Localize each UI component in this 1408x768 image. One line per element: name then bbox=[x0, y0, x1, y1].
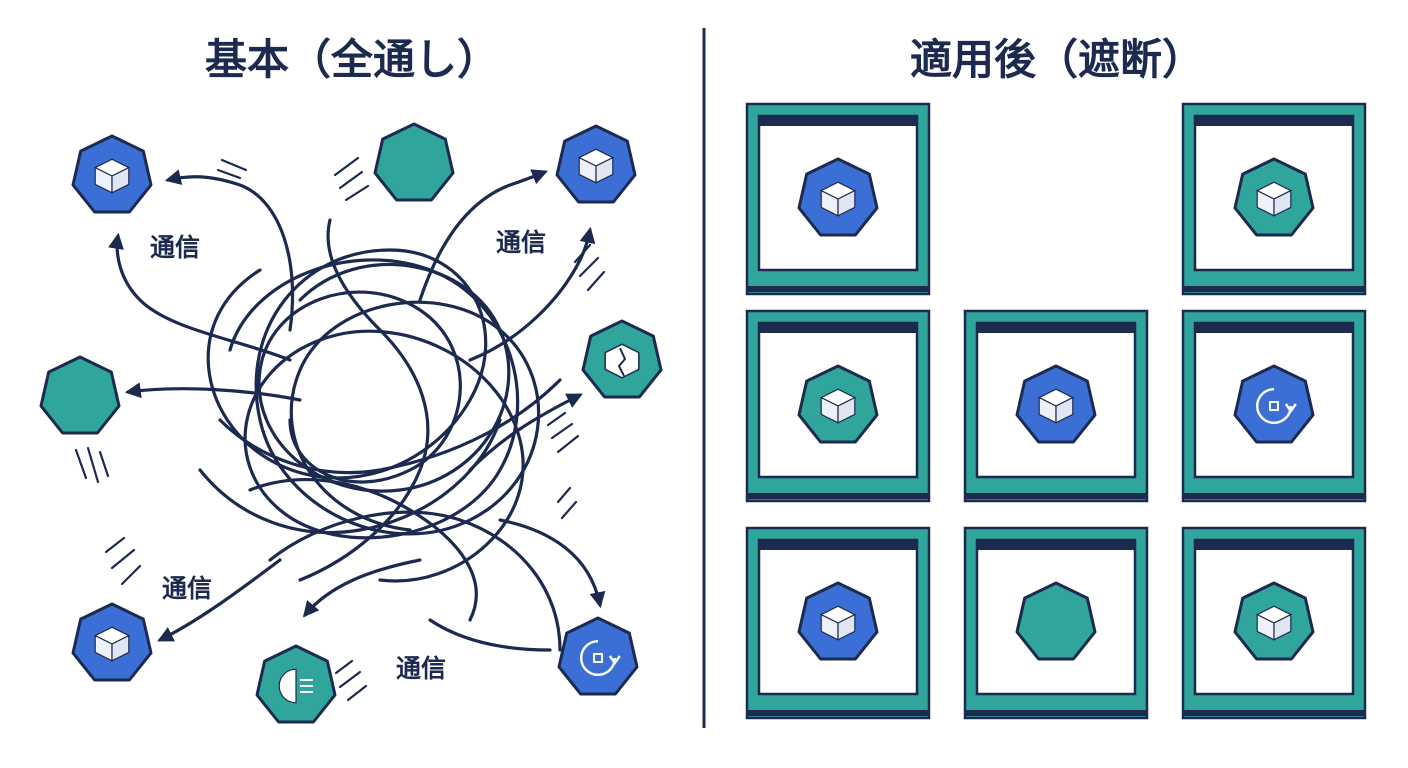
pod-node bbox=[1015, 364, 1097, 444]
comm-label: 通信 bbox=[162, 574, 212, 603]
heptagon-shape bbox=[1015, 581, 1097, 661]
frame-base bbox=[1183, 710, 1365, 716]
heptagon-shape bbox=[1233, 364, 1315, 444]
cube-icon bbox=[1255, 605, 1293, 641]
comm-label: 通信 bbox=[496, 228, 546, 257]
pod-node bbox=[373, 122, 455, 202]
pod-node bbox=[1233, 157, 1315, 237]
pod-node bbox=[39, 355, 121, 435]
isolation-frame bbox=[1181, 309, 1367, 503]
pod-node bbox=[797, 364, 879, 444]
cube-icon bbox=[1037, 388, 1075, 424]
rotate-icon bbox=[580, 640, 621, 676]
isolation-frame bbox=[963, 309, 1149, 503]
frame-top-bar bbox=[1195, 540, 1353, 550]
isolation-frame bbox=[963, 526, 1149, 720]
cube-icon bbox=[577, 148, 615, 184]
frame-top-bar bbox=[759, 540, 917, 550]
rotate-icon bbox=[1256, 388, 1297, 424]
right-panel-title: 適用後（遮断） bbox=[910, 35, 1204, 84]
cube-icon bbox=[1255, 181, 1293, 217]
cube-icon bbox=[93, 158, 131, 194]
frame-base bbox=[965, 493, 1147, 499]
cube-icon bbox=[819, 181, 857, 217]
frame-base bbox=[965, 710, 1147, 716]
tangled-communication-wires bbox=[108, 169, 606, 652]
comm-label: 通信 bbox=[150, 233, 200, 262]
frame-top-bar bbox=[1195, 323, 1353, 333]
frame-top-bar bbox=[759, 116, 917, 126]
frame-base bbox=[747, 710, 929, 716]
frame-top-bar bbox=[977, 323, 1135, 333]
frame-top-bar bbox=[1195, 116, 1353, 126]
isolated-pod-frames bbox=[745, 102, 1367, 720]
isolation-frame bbox=[1181, 526, 1367, 720]
pod-node bbox=[797, 157, 879, 237]
frame-top-bar bbox=[977, 540, 1135, 550]
motion-streaks bbox=[74, 156, 606, 702]
pod-node bbox=[797, 581, 879, 661]
heptagon-shape bbox=[557, 616, 639, 696]
isolation-frame bbox=[1181, 102, 1367, 296]
cube-icon bbox=[819, 388, 857, 424]
comm-label: 通信 bbox=[396, 654, 446, 683]
heptagon-shape bbox=[39, 355, 121, 435]
pod-node bbox=[1233, 581, 1315, 661]
cube-icon bbox=[93, 626, 131, 662]
pod-node bbox=[71, 134, 153, 214]
cube-icon bbox=[819, 605, 857, 641]
pod-node bbox=[557, 616, 639, 696]
left-panel-title: 基本（全通し） bbox=[205, 35, 499, 84]
pod-node bbox=[255, 644, 337, 724]
isolation-frame bbox=[745, 102, 931, 296]
heptagon-shape bbox=[373, 122, 455, 202]
left-pod-nodes bbox=[39, 122, 663, 724]
frame-base bbox=[747, 286, 929, 292]
frame-base bbox=[1183, 493, 1365, 499]
pod-log-icon bbox=[278, 668, 313, 704]
isolation-frame bbox=[745, 526, 931, 720]
broken-cube-icon bbox=[604, 343, 640, 379]
frame-top-bar bbox=[759, 323, 917, 333]
isolation-frame bbox=[745, 309, 931, 503]
pod-node bbox=[1015, 581, 1097, 661]
pod-node bbox=[555, 124, 637, 204]
frame-base bbox=[1183, 286, 1365, 292]
frame-base bbox=[747, 493, 929, 499]
pod-node bbox=[1233, 364, 1315, 444]
pod-node bbox=[71, 602, 153, 682]
pod-node bbox=[581, 319, 663, 399]
